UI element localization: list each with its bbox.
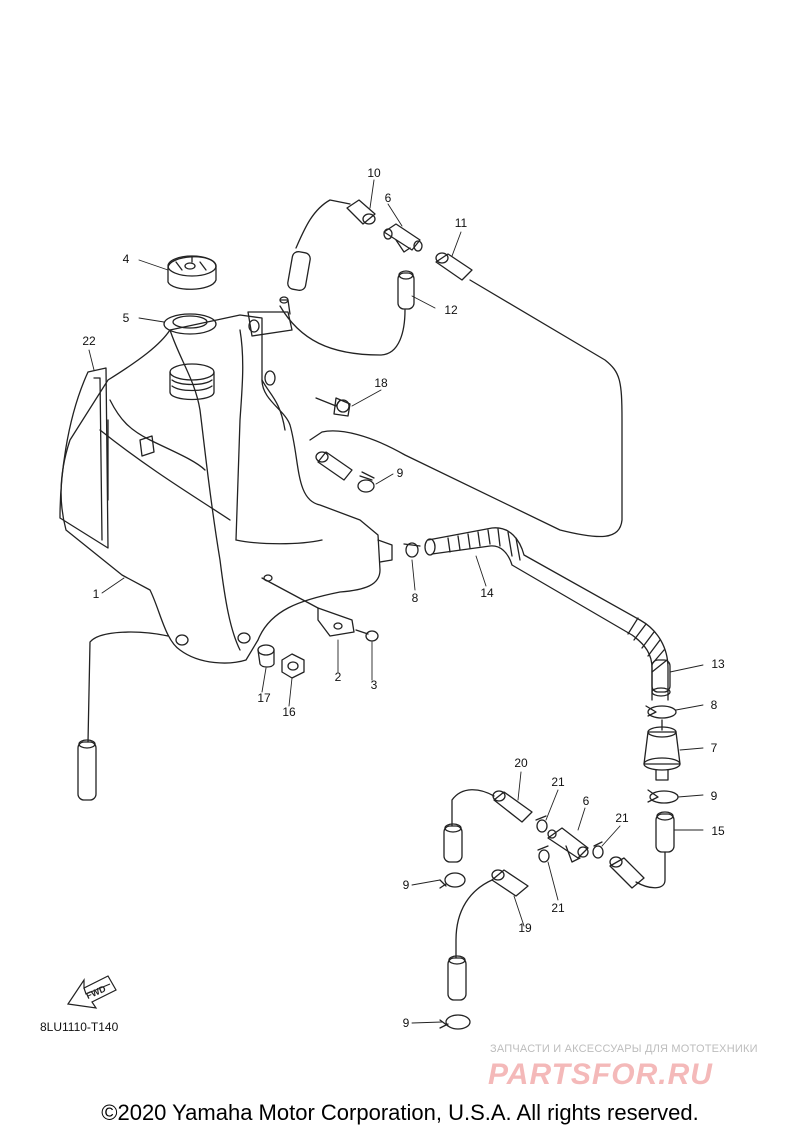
hose-19 [491,869,529,897]
hose-15 [655,811,675,853]
callout-8-lower: 8 [710,698,718,712]
hose-10 [346,199,376,225]
clip-21-a [535,815,548,833]
hose-breather-short [287,251,311,291]
callout-9-mid: 9 [710,789,718,803]
bolt-18 [315,397,351,417]
clip-9-lower-left [439,872,466,889]
fwd-arrow: FWD [66,975,117,1009]
nut-16 [281,653,305,679]
callout-6-top: 6 [384,191,392,205]
fuel-tank [60,296,393,664]
tee-fitting-top [383,223,423,253]
callout-10: 10 [367,166,381,180]
clip-8-top [403,542,421,558]
clip-9-bottom [439,1014,471,1030]
hose-left-mid [443,823,463,863]
tee-fitting-lower [547,827,589,863]
callout-7: 7 [710,741,718,755]
callout-11: 11 [454,216,468,230]
hose-tee-right [609,856,645,889]
fuel-hose-14 [424,527,669,701]
callout-13: 13 [711,657,725,671]
hose-12 [397,270,415,310]
callout-9-bottom: 9 [402,1016,410,1030]
callout-21-a: 21 [551,775,565,789]
watermark-caption: ЗАПЧАСТИ И АКСЕССУАРЫ ДЛЯ МОТОТЕХНИКИ [490,1043,758,1055]
watermark-brand: PARTSFOR.RU [488,1058,713,1091]
callout-18: 18 [374,376,388,390]
hose-13 [651,659,671,697]
callout-8-top: 8 [411,591,419,605]
clip-21-b [592,841,604,859]
clip-21-c [537,845,550,863]
callout-19: 19 [518,921,532,935]
bracket-2 [261,577,355,637]
callout-22: 22 [82,334,96,348]
breather-hose-route [295,199,351,249]
callout-4: 4 [122,252,130,266]
callout-9-lower-left: 9 [402,878,410,892]
clip-8-lower [645,705,677,719]
hose-bottom [447,955,467,1001]
cap-gasket [163,313,217,335]
hose-11 [435,252,473,281]
clip-9-mid [647,789,679,804]
callout-12: 12 [444,303,458,317]
callout-5: 5 [122,311,130,325]
callout-15: 15 [711,824,725,838]
collar-17 [257,644,275,668]
fuel-filter [643,719,681,781]
callout-17: 17 [257,691,271,705]
drain-hose [77,739,97,801]
callout-20: 20 [514,756,528,770]
heat-shield [59,367,109,549]
clip-9-top [357,471,375,493]
hose-20 [492,790,533,823]
callout-2: 2 [334,670,342,684]
copyright-notice: ©2020 Yamaha Motor Corporation, U.S.A. A… [101,1100,699,1125]
callout-9-top: 9 [396,466,404,480]
callout-16: 16 [282,705,296,719]
callout-1: 1 [92,587,100,601]
hose-vent [315,451,353,481]
callout-21-c: 21 [551,901,565,915]
fuel-cap [167,255,217,290]
bolt-3 [355,629,379,642]
callout-21-b: 21 [615,811,629,825]
callout-3: 3 [370,678,378,692]
drawing-code: 8LU1110-T140 [40,1020,119,1034]
callout-14: 14 [480,586,494,600]
callout-6-lower: 6 [582,794,590,808]
